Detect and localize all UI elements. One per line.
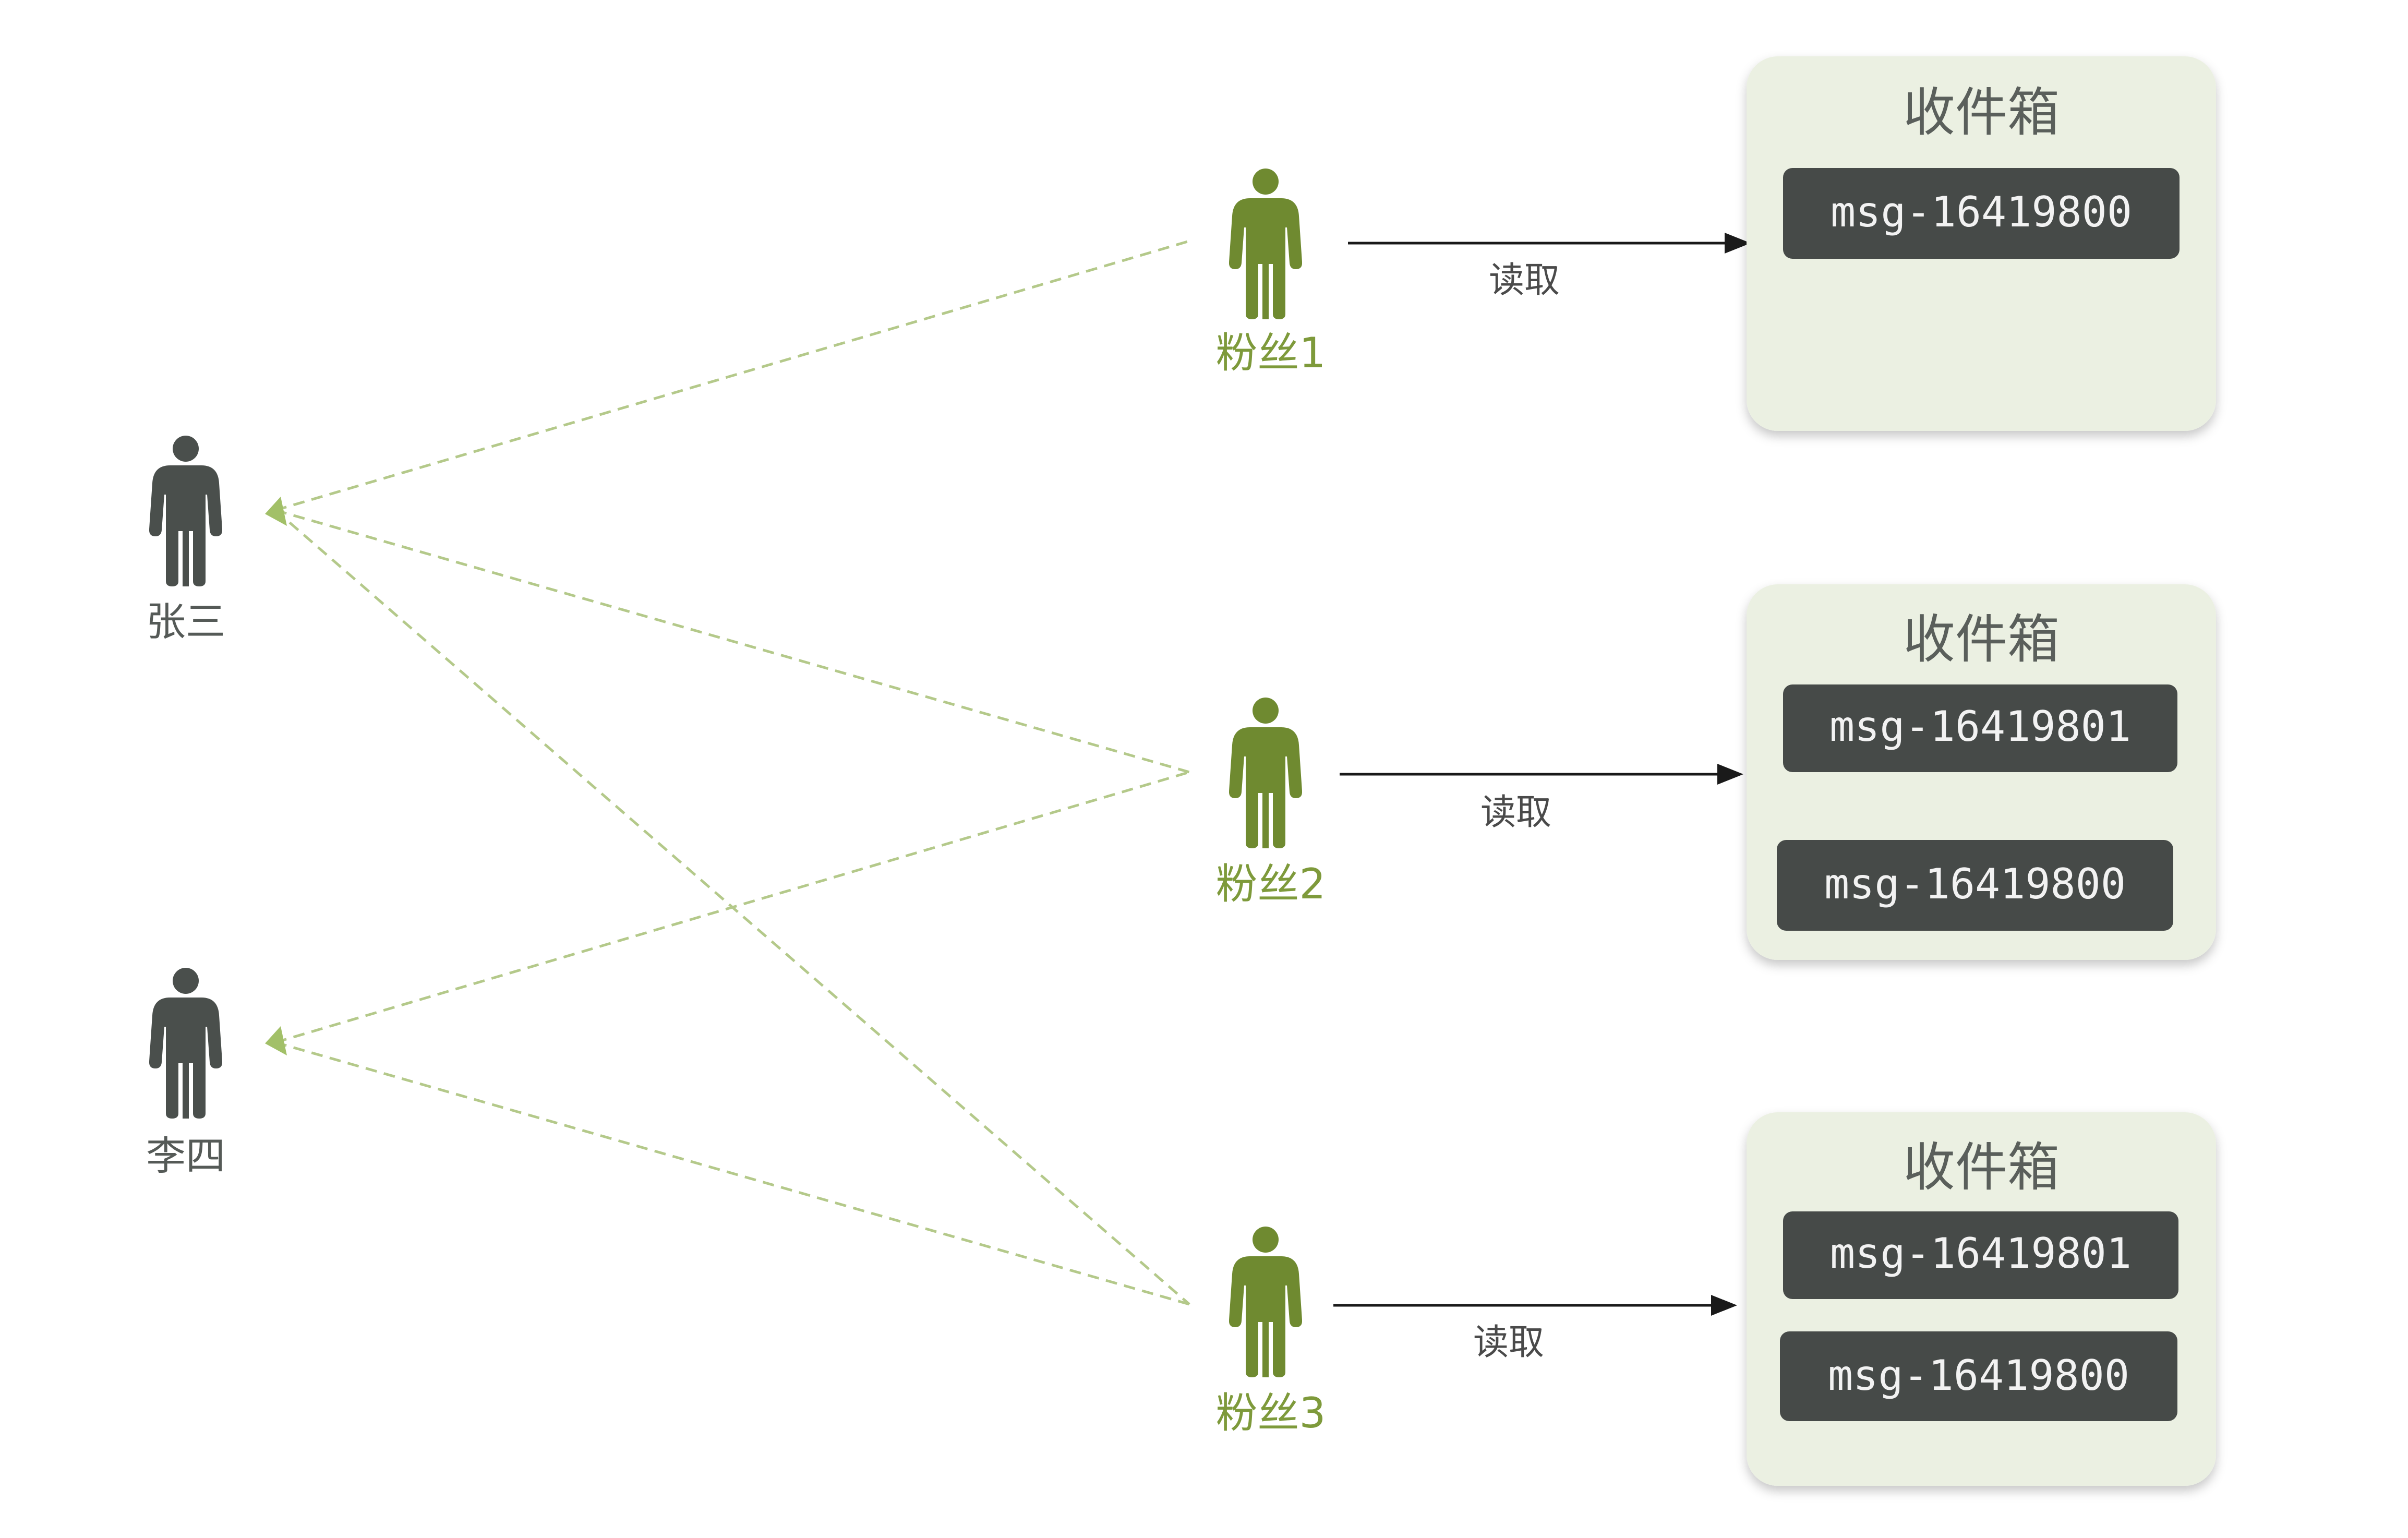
publisher-name: 李四 xyxy=(146,1133,225,1179)
inbox-3: 收件箱 msg-16419801 msg-16419800 xyxy=(1747,1112,2216,1486)
message-item: msg-16419800 xyxy=(1783,168,2180,259)
publisher-lisi: 李四 xyxy=(146,968,225,1179)
line-zhangsan-fan2 xyxy=(275,509,1190,774)
read-label: 读取 xyxy=(1473,1322,1544,1363)
message-id: msg-16419800 xyxy=(1831,188,2132,236)
message-id: msg-16419801 xyxy=(1829,702,2131,751)
message-item: msg-16419800 xyxy=(1777,840,2173,931)
inbox-title: 收件箱 xyxy=(1903,609,2060,670)
fan-name: 粉丝3 xyxy=(1216,1389,1326,1437)
fan-name: 粉丝1 xyxy=(1216,329,1326,377)
inbox-1: 收件箱 msg-16419800 xyxy=(1747,56,2216,431)
subscription-lines xyxy=(274,239,1190,1306)
fan-3: 粉丝3 xyxy=(1216,1227,1326,1437)
arrow-head xyxy=(1725,233,1751,254)
publisher-name: 张三 xyxy=(146,598,225,645)
person-icon xyxy=(149,968,222,1119)
read-arrow-1: 读取 xyxy=(1348,233,1751,301)
inbox-title: 收件箱 xyxy=(1903,1137,2060,1198)
arrow-head xyxy=(1711,1295,1737,1316)
message-id: msg-16419801 xyxy=(1830,1229,2132,1278)
line-lisi-fan3 xyxy=(275,1041,1190,1306)
read-arrow-3: 读取 xyxy=(1333,1295,1737,1363)
message-item: msg-16419801 xyxy=(1783,684,2177,772)
message-id: msg-16419800 xyxy=(1828,1351,2129,1400)
message-id: msg-16419800 xyxy=(1824,860,2126,908)
read-arrow-2: 读取 xyxy=(1340,764,1743,833)
fan-1: 粉丝1 xyxy=(1216,169,1326,377)
line-zhangsan-fan1 xyxy=(275,239,1190,512)
zhangsan-arrowhead xyxy=(265,497,287,526)
fan-2: 粉丝2 xyxy=(1216,698,1326,908)
person-icon xyxy=(1229,1227,1302,1377)
inbox-title: 收件箱 xyxy=(1903,82,2060,143)
person-icon xyxy=(149,436,222,586)
line-lisi-fan2 xyxy=(275,771,1190,1044)
publisher-zhangsan: 张三 xyxy=(146,436,225,645)
person-icon xyxy=(1229,698,1302,848)
message-item: msg-16419801 xyxy=(1783,1211,2178,1299)
read-label: 读取 xyxy=(1480,792,1551,833)
message-item: msg-16419800 xyxy=(1780,1331,2177,1421)
read-label: 读取 xyxy=(1489,260,1560,301)
person-icon xyxy=(1229,169,1302,319)
lisi-arrowhead xyxy=(265,1026,287,1055)
inbox-2: 收件箱 msg-16419801 msg-16419800 xyxy=(1747,584,2216,960)
arrow-head xyxy=(1717,764,1743,785)
fan-name: 粉丝2 xyxy=(1216,860,1326,908)
